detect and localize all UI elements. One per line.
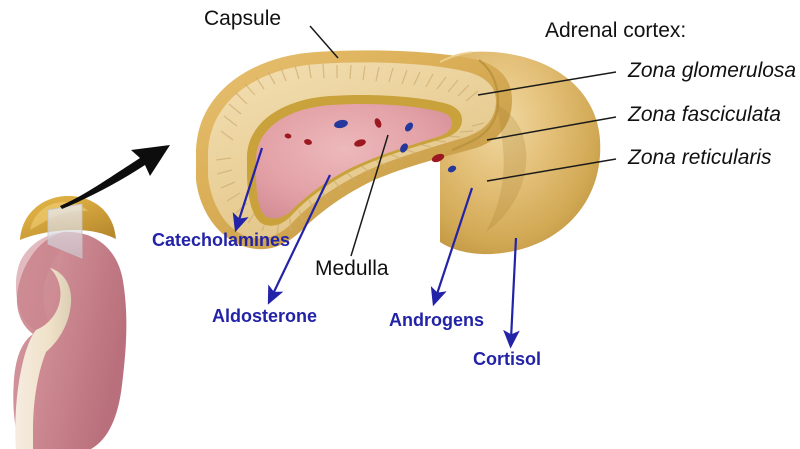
leader-zona-fasciculata <box>486 116 617 141</box>
label-zona-reticularis: Zona reticularis <box>628 146 772 169</box>
label-adrenal-cortex-heading: Adrenal cortex: <box>545 19 687 42</box>
label-zona-glomerulosa: Zona glomerulosa <box>628 59 797 82</box>
bulb-shadow <box>486 104 527 232</box>
label-cortisol: Cortisol <box>473 349 542 369</box>
arrow-catecholamines <box>232 147 264 233</box>
magnify-arrow <box>60 145 170 209</box>
label-zona-fasciculata: Zona fasciculata <box>628 103 781 126</box>
label-aldosterone: Aldosterone <box>212 306 318 326</box>
leader-zona-reticularis <box>486 158 617 182</box>
arrow-androgens <box>430 187 474 307</box>
arrow-cortisol <box>503 237 520 349</box>
medulla <box>256 103 452 219</box>
cut-edge-highlight <box>439 51 473 63</box>
label-catecholamines: Catecholamines <box>152 230 291 250</box>
ureter <box>15 268 72 449</box>
kidney-upper-lobe <box>15 232 78 334</box>
label-capsule: Capsule <box>204 7 282 30</box>
label-androgens: Androgens <box>389 310 485 330</box>
leader-medulla <box>350 134 389 257</box>
leader-capsule <box>309 25 339 59</box>
arrow-aldosterone <box>267 174 331 305</box>
leader-zona-glomerulosa <box>477 71 617 96</box>
section-plane <box>47 203 83 259</box>
adrenal-gland-section <box>196 50 601 255</box>
gland-seam <box>451 59 500 152</box>
label-medulla: Medulla <box>315 257 389 280</box>
medulla-vessels <box>284 118 457 173</box>
hormone-arrows <box>232 147 520 349</box>
leader-lines-black <box>309 25 617 257</box>
kidney-illustration <box>13 196 127 449</box>
